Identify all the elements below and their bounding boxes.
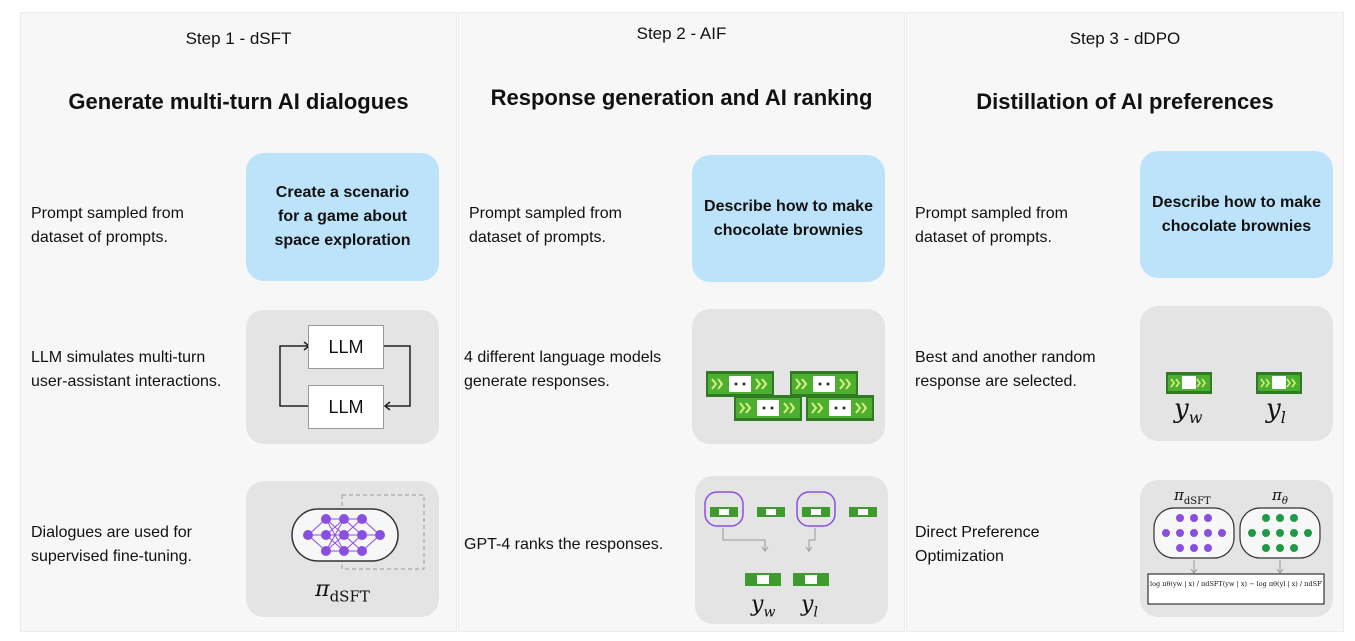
response-cards xyxy=(706,371,874,421)
row-description: Direct Preference Optimization xyxy=(915,524,1040,565)
pi-dsft-label: πdSFT xyxy=(315,577,370,606)
row-description: Prompt sampled from dataset of prompts. xyxy=(915,205,1068,246)
step-heading: Response generation and AI ranking xyxy=(490,85,873,110)
step-heading: Distillation of AI preferences xyxy=(976,89,1274,114)
responses-diagram xyxy=(692,309,885,444)
prompt-box: Create a scenario for a game about space… xyxy=(246,153,439,281)
network-icon xyxy=(291,494,425,570)
y-w-label: yw xyxy=(1174,394,1203,428)
dpo-formula: log πθ(yw | x) / πdSFT(yw | x) − log πθ(… xyxy=(1150,580,1322,588)
pi-dsft-label: πdSFT xyxy=(1174,486,1211,507)
row-description: GPT-4 ranks the responses. xyxy=(464,536,664,553)
row-description: Prompt sampled from dataset of prompts. xyxy=(31,205,184,246)
y-l-label: yl xyxy=(1266,394,1286,428)
llm-loop-diagram: LLM LLM xyxy=(246,310,439,444)
dpo-networks xyxy=(1147,507,1325,605)
ranking-diagram: yw yl xyxy=(695,476,888,624)
llm-box: LLM xyxy=(308,325,384,369)
step-2-panel: Step 2 - AIF Response generation and AI … xyxy=(458,12,905,632)
row-description: 4 different language models generate res… xyxy=(464,349,662,390)
selected-cards xyxy=(1166,372,1302,394)
llm-box: LLM xyxy=(308,385,384,429)
prompt-box: Describe how to make chocolate brownies xyxy=(692,155,885,282)
step-title: Step 3 - dDPO xyxy=(1069,29,1181,48)
ranking-arrows xyxy=(704,491,877,586)
step-1-panel: Step 1 - dSFT Generate multi-turn AI dia… xyxy=(20,12,457,632)
step-heading: Generate multi-turn AI dialogues xyxy=(68,89,409,114)
model-diagram: πdSFT xyxy=(246,481,439,617)
row-description: Prompt sampled from dataset of prompts. xyxy=(469,205,622,246)
dpo-diagram: πdSFT πθ log πθ(yw | x) / πdS xyxy=(1140,480,1333,617)
loop-arrows xyxy=(279,341,411,411)
row-description: LLM simulates multi-turn user-assistant … xyxy=(31,349,222,390)
prompt-box: Describe how to make chocolate brownies xyxy=(1140,151,1333,278)
step-3-panel: Step 3 - dDPO Distillation of AI prefere… xyxy=(906,12,1344,632)
selected-responses-diagram: yw yl xyxy=(1140,306,1333,441)
row-description: Dialogues are used for supervised fine-t… xyxy=(31,524,192,565)
y-l-label: yl xyxy=(801,592,818,621)
row-description: Best and another random response are sel… xyxy=(915,349,1096,390)
step-title: Step 2 - AIF xyxy=(636,24,727,43)
pi-theta-label: πθ xyxy=(1272,486,1288,507)
y-w-label: yw xyxy=(751,592,776,621)
step-title: Step 1 - dSFT xyxy=(185,29,292,48)
